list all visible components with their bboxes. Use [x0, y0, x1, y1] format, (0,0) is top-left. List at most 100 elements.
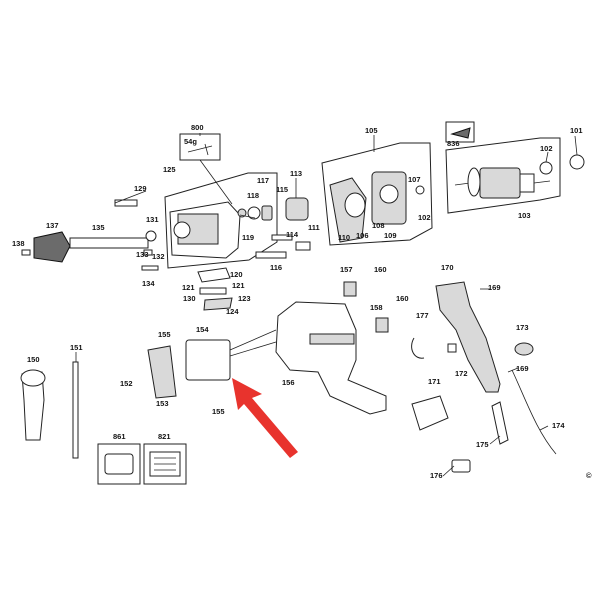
part-170-handle	[435, 281, 501, 393]
label-135: 135	[92, 223, 105, 232]
part-113-gear	[285, 197, 309, 221]
label-800: 800	[191, 123, 204, 132]
label-160a: 160	[374, 265, 387, 274]
label-121b: 121	[232, 281, 245, 290]
label-132: 132	[152, 252, 165, 261]
accessory-boxes-group	[97, 443, 187, 485]
label-124: 124	[226, 307, 239, 316]
label-169a: 169	[488, 283, 501, 292]
part-123-plate	[203, 297, 233, 311]
label-157: 157	[340, 265, 353, 274]
switch-mechanism-group	[197, 267, 233, 311]
gear-assembly-105-group	[321, 142, 433, 246]
label-177: 177	[416, 311, 429, 320]
part-151-depth-rod	[72, 361, 79, 459]
armature-shaft-rear	[533, 180, 551, 184]
part-154-field	[185, 339, 231, 381]
part-138-screw	[21, 249, 31, 256]
label-170: 170	[441, 263, 454, 272]
part-137-chuck	[33, 231, 71, 263]
part-117-bearing	[247, 206, 261, 220]
label-156: 156	[282, 378, 295, 387]
label-103: 103	[518, 211, 531, 220]
part-131-ring	[145, 230, 157, 242]
part-156-housing	[275, 301, 387, 415]
label-153: 153	[156, 399, 169, 408]
label-102b: 102	[418, 213, 431, 222]
leader-lines	[75, 133, 578, 477]
label-173: 173	[516, 323, 529, 332]
part-bushing	[261, 205, 273, 221]
leader-102a	[545, 151, 549, 163]
leader-174	[539, 425, 549, 431]
label-836: 836	[447, 139, 460, 148]
label-110: 110	[338, 233, 350, 242]
part-157-brush	[343, 281, 357, 297]
box-861	[97, 443, 141, 485]
label-137: 137	[46, 221, 59, 230]
gear-113-group	[255, 197, 311, 259]
label-114: 114	[286, 230, 299, 239]
part-120-lever	[197, 267, 231, 283]
part-133-clip	[143, 249, 153, 256]
label-861: 861	[113, 432, 126, 441]
label-101: 101	[570, 126, 583, 135]
part-101-bearing	[569, 154, 585, 170]
label-174: 174	[552, 421, 565, 430]
part-158-brush	[375, 317, 389, 333]
label-154: 154	[196, 325, 209, 334]
armature-fan	[467, 167, 481, 197]
label-160b: 160	[396, 294, 409, 303]
label-176: 176	[430, 471, 443, 480]
label-155b: 155	[212, 407, 225, 416]
part-134-pin	[141, 265, 159, 271]
part-116-shaft	[255, 251, 287, 259]
motor-housing-group	[147, 301, 387, 415]
part-153-brush-holder	[147, 345, 177, 399]
part-173-cable-guard	[514, 342, 534, 356]
gearbox-assembly-group	[164, 172, 278, 269]
brush-kit-box-836	[445, 121, 475, 143]
label-130: 130	[183, 294, 196, 303]
tool-800-key-handle	[204, 143, 209, 156]
highlight-arrow	[232, 378, 298, 458]
part-121-pin	[199, 287, 227, 295]
leader-800	[199, 159, 233, 205]
gearbox-bore	[173, 221, 191, 239]
leader-169b	[507, 367, 519, 373]
label-133: 133	[136, 250, 149, 259]
label-152: 152	[120, 379, 133, 388]
label-109: 109	[384, 231, 397, 240]
case-861-icon	[104, 453, 134, 475]
label-821: 821	[158, 432, 171, 441]
label-105: 105	[365, 126, 378, 135]
leader-176	[442, 465, 455, 477]
leader-119	[239, 214, 256, 219]
part-111-pin	[295, 241, 311, 251]
leader-101	[574, 135, 578, 156]
label-116: 116	[270, 263, 282, 272]
leader-175	[489, 435, 501, 445]
part-174-cable	[511, 369, 557, 455]
part-172-clip	[447, 343, 457, 353]
part-114-shaft	[271, 234, 293, 241]
gearbox-outline-box	[164, 172, 278, 269]
armature-core	[479, 167, 521, 199]
leader-129	[114, 190, 147, 204]
copyright-mark: ©	[586, 471, 592, 480]
part-102-washer	[415, 185, 425, 195]
housing-nameplate	[309, 333, 355, 345]
box-821	[143, 443, 187, 485]
side-handle-group	[20, 361, 79, 459]
label-169b: 169	[516, 364, 529, 373]
label-125: 125	[163, 165, 176, 174]
label-150: 150	[27, 355, 40, 364]
label-175: 175	[476, 440, 489, 449]
part-106-seal	[344, 192, 366, 218]
label-120: 120	[230, 270, 243, 279]
tool-800-key	[187, 145, 213, 153]
label-111: 111	[308, 223, 320, 232]
part-171-switch	[411, 395, 449, 431]
part-129-pin	[114, 199, 138, 207]
